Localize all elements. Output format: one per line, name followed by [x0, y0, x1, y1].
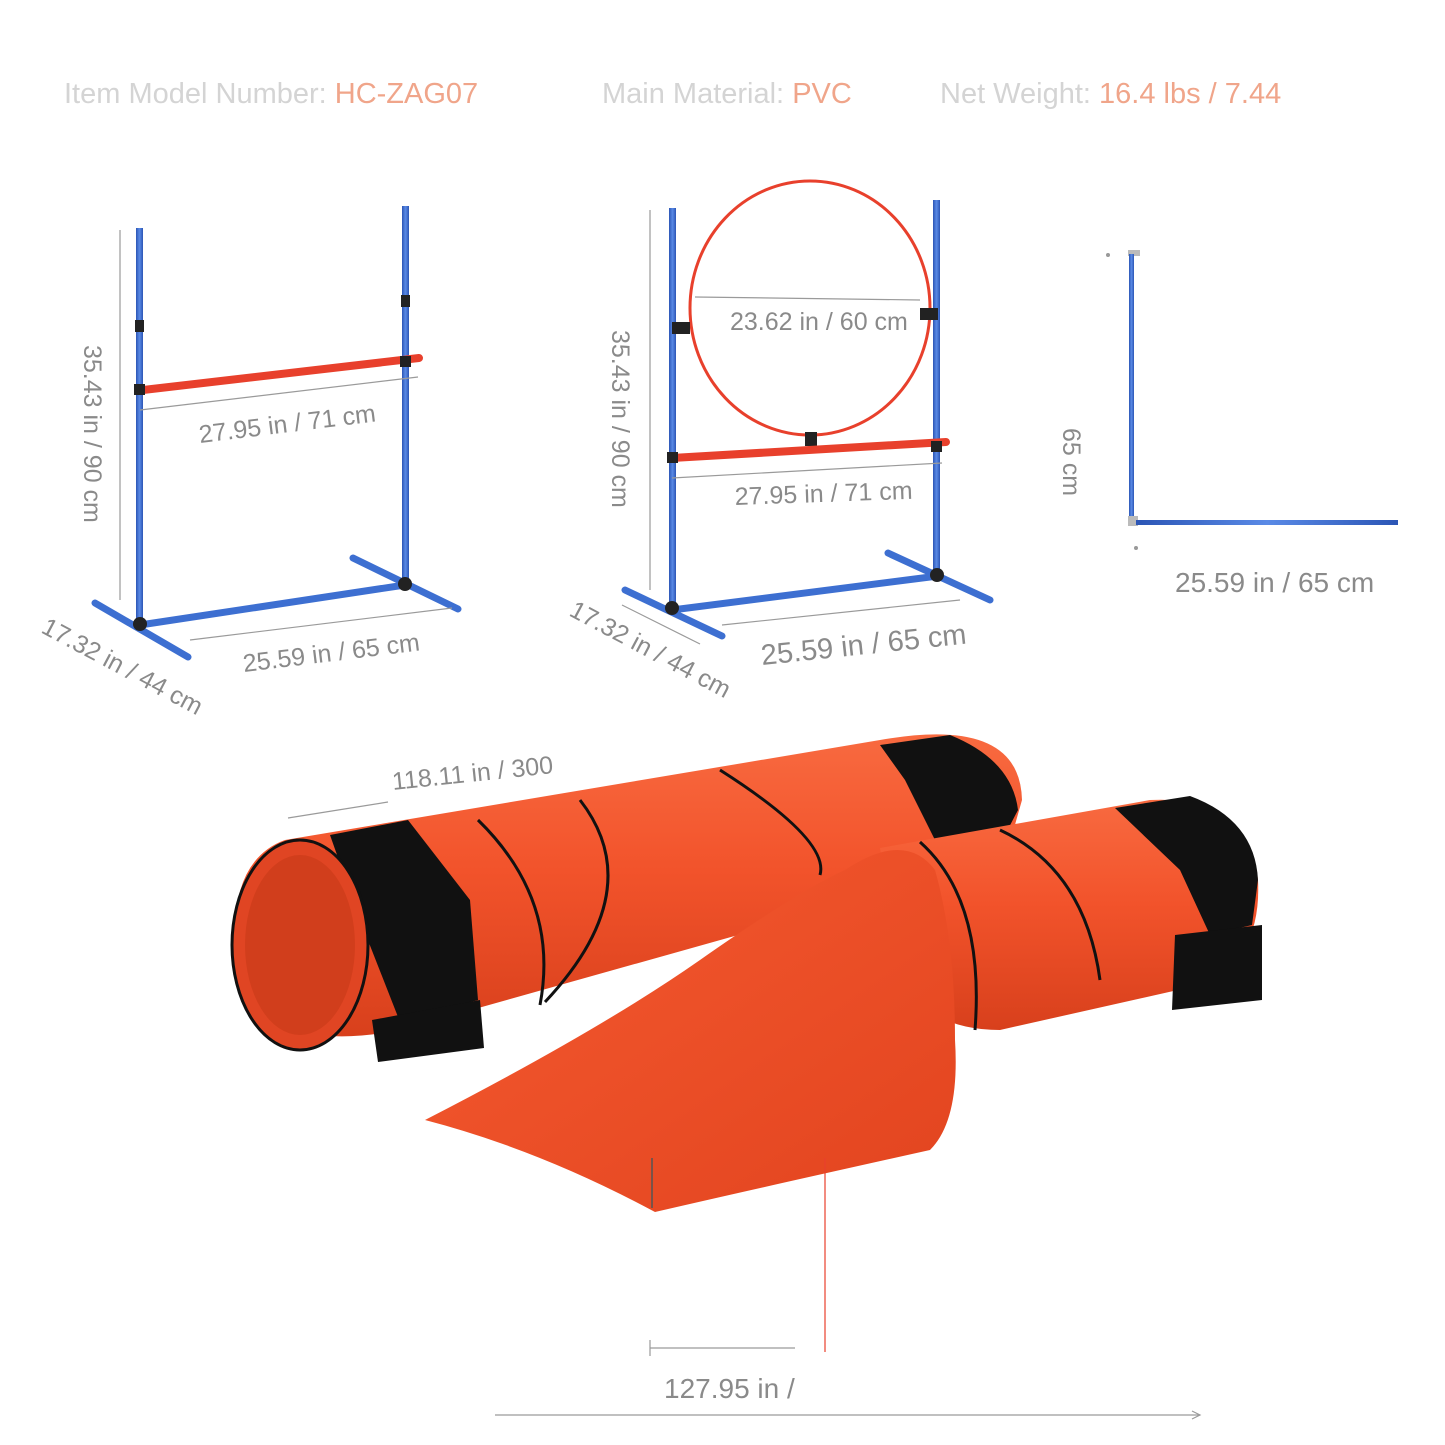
spec-weight: Net Weight: 16.4 lbs / 7.44 — [940, 78, 1281, 111]
back-tunnel — [230, 734, 1023, 1062]
spec-model: Item Model Number: HC-ZAG07 — [64, 78, 478, 111]
hurdle-drawing — [91, 206, 462, 661]
hoop-height-label: 35.43 in / 90 cm — [606, 330, 634, 508]
hoop-bar-width-label: 27.95 in / 71 cm — [734, 477, 913, 511]
weave-height-label: 65 cm — [1057, 428, 1085, 496]
spec-model-label: Item Model Number: — [64, 78, 327, 110]
hoop-depth-label: 17.32 in / 44 cm — [565, 596, 735, 704]
chute-length-label: 127.95 in / — [664, 1373, 795, 1404]
front-tunnel — [425, 796, 1262, 1212]
hurdle-base-width-label: 25.59 in / 65 cm — [241, 628, 421, 677]
spec-material: Main Material: PVC — [602, 78, 852, 111]
hoop-base-width-label: 25.59 in / 65 cm — [759, 619, 968, 672]
hurdle-bar-width-label: 27.95 in / 71 cm — [197, 399, 377, 448]
spec-material-label: Main Material: — [602, 78, 785, 110]
hoop-diameter-label: 23.62 in / 60 cm — [730, 308, 908, 336]
tunnel-length-label: 118.11 in / 300 — [391, 751, 555, 796]
spec-header: Item Model Number: HC-ZAG07 Main Materia… — [0, 70, 1445, 126]
weave-width-label: 25.59 in / 65 cm — [1175, 567, 1374, 598]
spec-weight-value: 16.4 lbs / 7.44 — [1099, 78, 1282, 110]
hurdle-height-label: 35.43 in / 90 cm — [78, 345, 106, 523]
spec-weight-label: Net Weight: — [940, 78, 1091, 110]
spec-model-value: HC-ZAG07 — [334, 78, 479, 110]
hurdle-depth-label: 17.32 in / 44 cm — [37, 613, 207, 721]
weave-pole-drawing — [1106, 250, 1398, 550]
spec-material-value: PVC — [792, 78, 852, 110]
tunnels-drawing — [230, 734, 1262, 1420]
hoop-jump-drawing — [621, 179, 994, 645]
